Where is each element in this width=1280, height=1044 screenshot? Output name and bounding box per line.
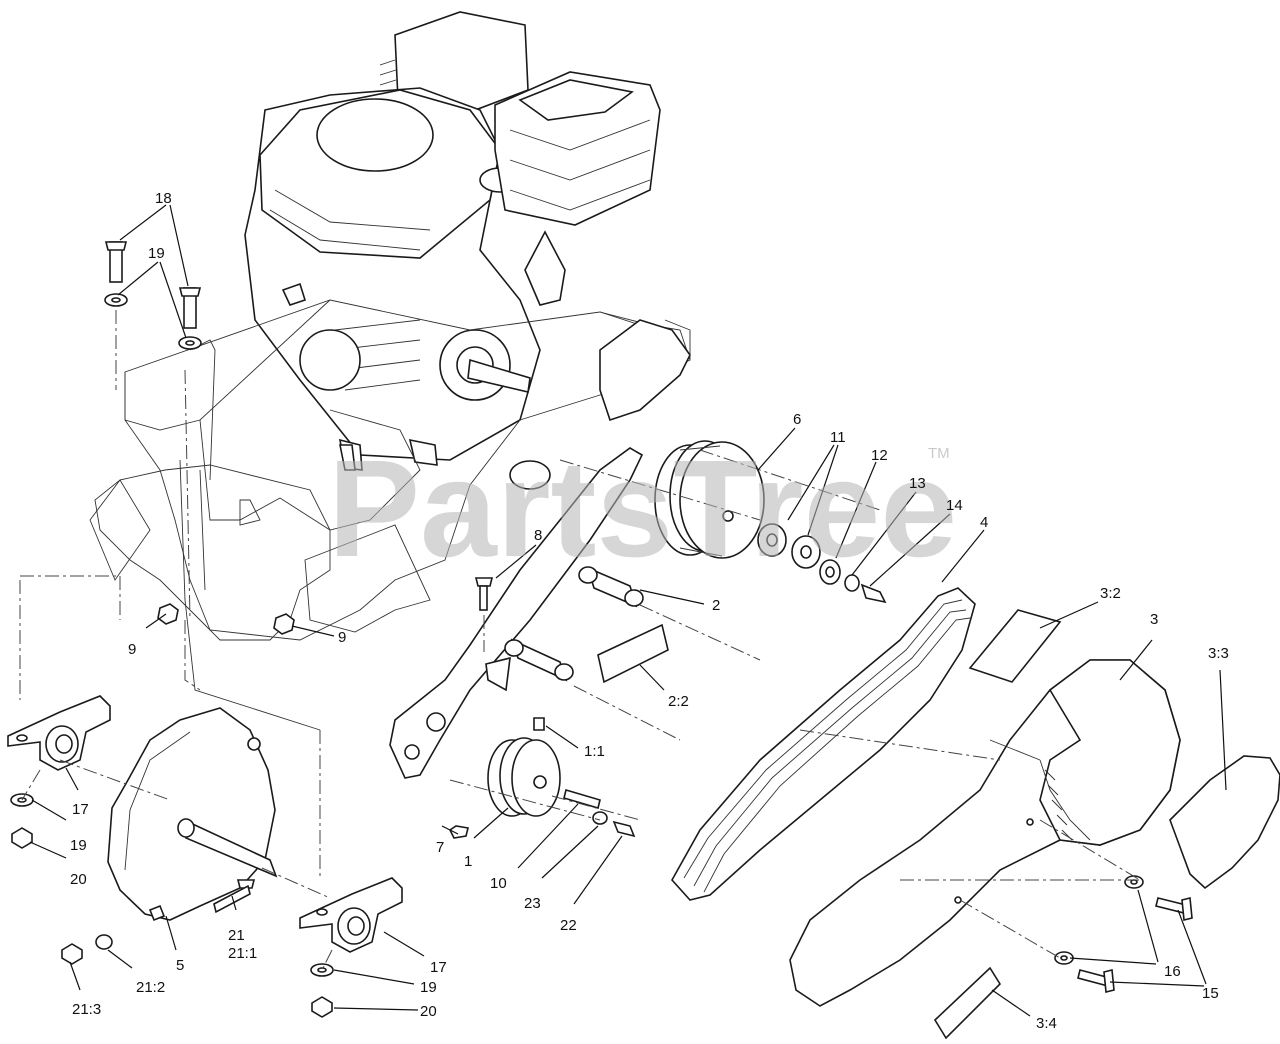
pulley-1 — [448, 717, 636, 839]
callout-15: 15 — [1202, 985, 1219, 1002]
callout-1-1: 1:1 — [584, 743, 605, 760]
callout-20-lower: 20 — [420, 1003, 437, 1020]
callout-12: 12 — [871, 447, 888, 464]
bearing-17-upper — [7, 695, 111, 771]
callout-21-3: 21:3 — [72, 1001, 101, 1018]
callout-19-upper: 19 — [70, 837, 87, 854]
callout-23: 23 — [524, 895, 541, 912]
washers-19-nuts-20 — [10, 793, 334, 1018]
bolt-21-hardware — [61, 879, 256, 965]
belt-guard-3 — [789, 659, 1181, 1007]
callout-3-2: 3:2 — [1100, 585, 1121, 602]
callout-11: 11 — [830, 429, 846, 446]
callout-8: 8 — [534, 527, 542, 544]
callout-13: 13 — [909, 475, 926, 492]
callout-1: 1 — [464, 853, 472, 870]
callout-20-upper: 20 — [70, 871, 87, 888]
callout-2-2: 2:2 — [668, 693, 689, 710]
idler-arm — [389, 447, 644, 779]
part-18-bolts — [104, 241, 202, 329]
callout-3-4: 3:4 — [1036, 1015, 1057, 1032]
decal-2-2 — [597, 623, 669, 684]
watermark: PartsTree TM — [328, 432, 957, 586]
bearing-17-lower — [299, 877, 403, 953]
callout-3-3: 3:3 — [1208, 645, 1229, 662]
part-8-bolt — [474, 577, 494, 611]
part-19-washers — [104, 293, 202, 350]
watermark-tm: TM — [928, 445, 950, 462]
fasteners-15-16 — [1054, 875, 1193, 994]
callout-labels: 18 19 6 11 12 13 14 4 8 2 9 9 3:2 3 3:3 … — [70, 190, 1229, 1032]
leader-lines — [29, 204, 1227, 1017]
callout-3: 3 — [1150, 611, 1158, 628]
callout-5: 5 — [176, 957, 184, 974]
callout-10: 10 — [490, 875, 507, 892]
callout-2: 2 — [712, 597, 720, 614]
callout-17-lower: 17 — [430, 959, 447, 976]
callout-7: 7 — [436, 839, 444, 856]
callout-4: 4 — [980, 514, 988, 531]
callout-22: 22 — [560, 917, 577, 934]
engine — [244, 11, 661, 471]
decal-3-4 — [933, 966, 1002, 1040]
callout-19: 19 — [148, 245, 165, 262]
callout-9-right: 9 — [338, 629, 346, 646]
decal-3-2 — [968, 609, 1062, 683]
callout-9-left: 9 — [128, 641, 136, 658]
callout-21-2: 21:2 — [136, 979, 165, 996]
shield-5 — [107, 707, 278, 922]
callout-18: 18 — [155, 190, 172, 207]
callout-21-1: 21:1 — [228, 945, 257, 962]
drive-pulley-6 — [654, 440, 887, 604]
callout-16: 16 — [1164, 963, 1181, 980]
callout-6: 6 — [793, 411, 801, 428]
cover-3-3 — [1169, 755, 1280, 890]
part-2-shafts — [485, 566, 644, 692]
callout-21: 21 — [228, 927, 245, 944]
watermark-text: PartsTree — [328, 432, 957, 586]
belt-4 — [671, 587, 976, 901]
part-9-nuts — [157, 603, 295, 635]
frame-plate — [89, 299, 691, 641]
alignment-lines — [19, 310, 1141, 971]
handle-bar — [179, 339, 321, 731]
callout-14: 14 — [946, 497, 963, 514]
callout-19-lower: 19 — [420, 979, 437, 996]
callout-17-upper: 17 — [72, 801, 89, 818]
